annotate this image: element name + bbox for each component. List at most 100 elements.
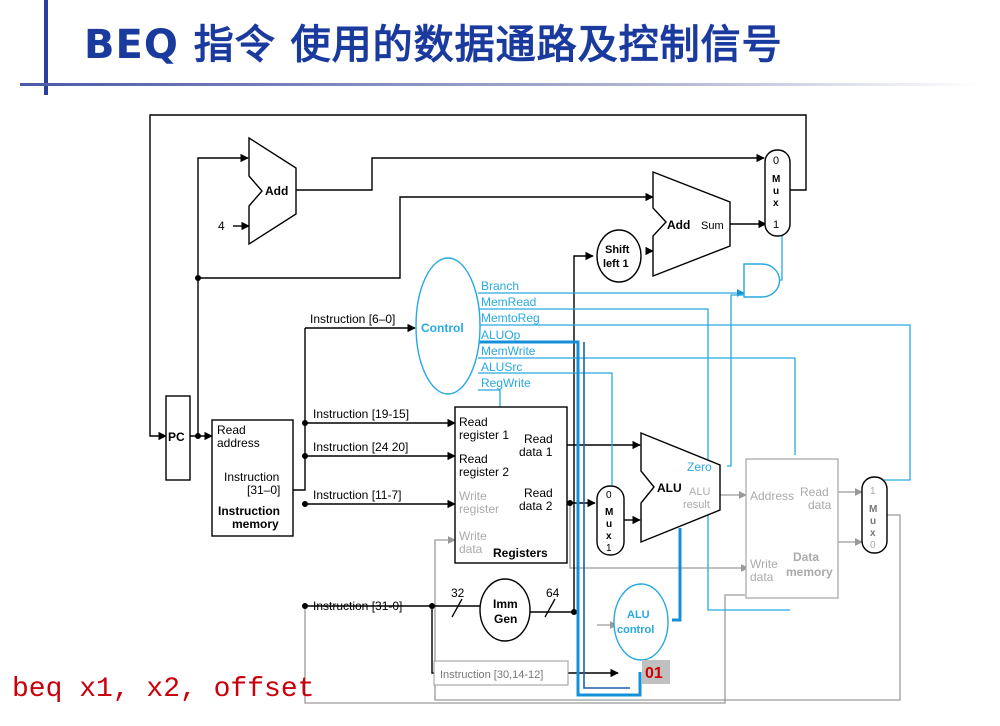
title-accent-bar (44, 0, 48, 95)
svg-text:M: M (605, 507, 613, 518)
bus-width-64: 64 (546, 586, 560, 600)
inactive-wires (304, 488, 901, 704)
svg-text:ALU: ALU (689, 486, 710, 498)
svg-text:u: u (870, 516, 876, 527)
svg-text:[31–0]: [31–0] (247, 483, 280, 497)
svg-text:x: x (606, 531, 612, 542)
zero-label: Zero (687, 460, 712, 474)
svg-text:Imm: Imm (493, 597, 518, 611)
instruction-memory: Read address Instruction [31–0] Instruct… (211, 419, 294, 537)
constant-four: 4 (218, 219, 225, 233)
sum-label: Sum (701, 220, 724, 232)
svg-text:Instruction: Instruction (218, 504, 280, 518)
control-label: Control (421, 321, 464, 335)
svg-text:x: x (870, 528, 876, 539)
signal-regwrite: RegWrite (481, 376, 531, 390)
instr-30-label: Instruction [30,14-12] (440, 669, 543, 681)
memtoreg-mux: 1 M u x 0 (861, 476, 888, 554)
svg-text:0: 0 (606, 490, 612, 501)
pc-label: PC (168, 430, 185, 444)
aluop-value-badge: 01 (642, 660, 670, 684)
svg-text:control: control (617, 624, 654, 636)
svg-text:result: result (683, 499, 710, 511)
instr-6-0-label: Instruction [6–0] (310, 312, 395, 326)
title-divider (20, 83, 980, 86)
aluop-value: 01 (645, 665, 663, 682)
signal-memread: MemRead (481, 295, 536, 309)
alusrc-mux: 0 M u x 1 (596, 485, 625, 556)
svg-text:register: register (459, 502, 499, 516)
dmem-data-title: Data (793, 550, 819, 564)
pc-register: PC (165, 395, 191, 481)
branch-adder-label: Add (667, 218, 690, 232)
svg-text:0: 0 (773, 155, 779, 167)
instr-11-7-label: Instruction [11-7] (313, 488, 402, 502)
bus-width-32: 32 (451, 586, 465, 600)
instr-30-label-group: Instruction [30,14-12] (433, 660, 569, 686)
alu-control: ALU control (613, 583, 669, 661)
bus-slash-32 (451, 598, 463, 618)
instruction-code: beq x1, x2, offset (12, 674, 315, 705)
svg-text:Read: Read (459, 452, 488, 466)
svg-text:1: 1 (773, 219, 779, 231)
dmem-memory-title: memory (786, 565, 833, 579)
branch-adder: Add Sum (652, 170, 731, 278)
svg-text:Instruction: Instruction (224, 470, 279, 484)
svg-text:Read: Read (217, 423, 246, 437)
svg-text:Read: Read (459, 415, 488, 429)
signal-memtoreg: MemtoReg (481, 311, 540, 325)
datapath-wires (149, 114, 807, 678)
svg-text:data: data (459, 542, 483, 556)
svg-text:register 1: register 1 (459, 428, 509, 442)
svg-text:1: 1 (870, 486, 876, 497)
svg-text:u: u (606, 519, 612, 530)
svg-text:M: M (869, 504, 877, 515)
bus-slash-64 (544, 598, 556, 618)
instr-19-15-label: Instruction [19-15] (313, 407, 409, 421)
svg-text:Read: Read (524, 486, 553, 500)
branch-and-gate (743, 263, 781, 298)
svg-text:register 2: register 2 (459, 465, 509, 479)
svg-text:address: address (217, 436, 260, 450)
data-memory: Address Read data Write data Data memory (745, 458, 839, 599)
instr-31-0-label: Instruction [31-0] (313, 599, 402, 613)
signal-alusrc: ALUSrc (481, 360, 522, 374)
signal-branch: Branch (481, 279, 519, 293)
svg-text:data 2: data 2 (519, 499, 553, 513)
svg-text:Write: Write (459, 529, 487, 543)
pc-source-mux: 0 M u x 1 (764, 149, 791, 237)
alu-label: ALU (657, 481, 682, 495)
svg-text:Registers: Registers (493, 546, 548, 560)
pc-adder: Add (248, 136, 297, 246)
signal-aluop: ALUOp (481, 328, 521, 342)
svg-text:1: 1 (606, 543, 612, 554)
alu: ALU Zero ALU result (640, 431, 721, 544)
aluop-highlight-path (478, 340, 682, 697)
imm-gen: Imm Gen (479, 578, 531, 642)
svg-text:Read: Read (524, 432, 553, 446)
control-signal-labels: Branch MemRead MemtoReg ALUOp MemWrite A… (481, 279, 540, 390)
shift-left-unit: Shift left 1 (596, 229, 642, 283)
dmem-writedata-label: data (750, 570, 774, 584)
control-unit: Control (415, 257, 481, 395)
svg-text:data 1: data 1 (519, 445, 553, 459)
svg-text:x: x (773, 198, 779, 209)
svg-text:memory: memory (232, 517, 279, 531)
signal-memwrite: MemWrite (481, 344, 536, 358)
shift-label: Shift (605, 244, 630, 256)
dmem-read-label: Read (800, 485, 829, 499)
register-file: Read register 1 Read register 2 Write re… (454, 406, 568, 564)
dmem-data-label: data (808, 498, 832, 512)
dmem-write-label: Write (750, 557, 778, 571)
pc-adder-label: Add (265, 184, 288, 198)
svg-text:u: u (773, 186, 779, 197)
dmem-address-label: Address (750, 489, 794, 503)
svg-text:ALU: ALU (627, 609, 650, 621)
shift-left-label: left 1 (603, 258, 629, 270)
instruction-field-labels: Instruction [6–0] Instruction [19-15] In… (310, 312, 409, 613)
slide-title: BEQ 指令 使用的数据通路及控制信号 (84, 22, 783, 68)
svg-text:Gen: Gen (494, 612, 517, 626)
instr-24-20-label: Instruction [24 20] (313, 440, 408, 454)
aluop-highlight-dark (583, 342, 630, 689)
